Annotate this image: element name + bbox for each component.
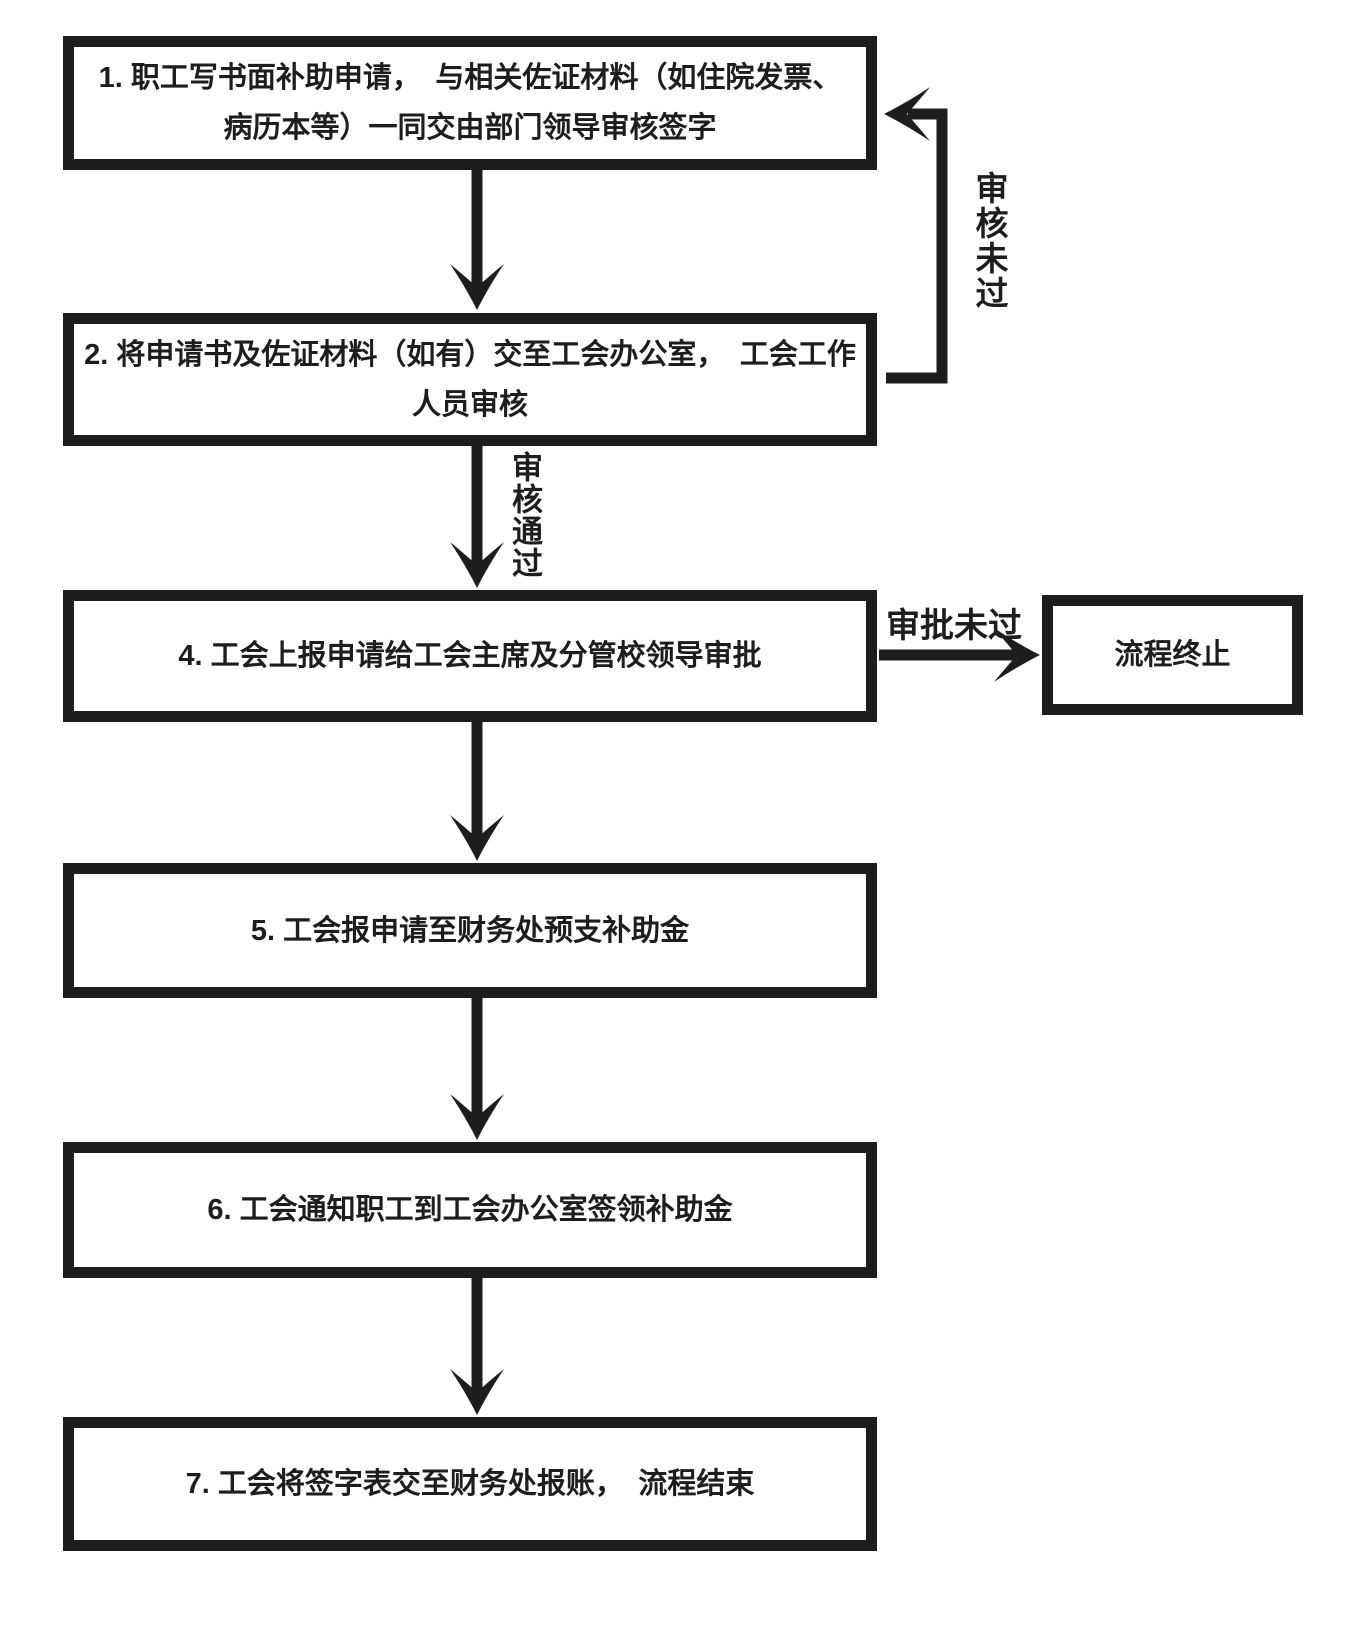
step-7-text: 7. 工会将签字表交至财务处报账， 流程结束 [185, 1468, 755, 1500]
step-2-text-line1: 2. 将申请书及佐证材料（如有）交至工会办公室， 工会工作 [84, 338, 856, 371]
step-6-text: 6. 工会通知职工到工会办公室签领补助金 [207, 1194, 733, 1226]
step-6-box: 6. 工会通知职工到工会办公室签领补助金 [63, 1142, 877, 1278]
terminal-box-text: 流程终止 [1114, 639, 1231, 671]
step-1-box: 1. 职工写书面补助申请， 与相关佐证材料（如住院发票、 病历本等）一同交由部门… [63, 36, 877, 170]
arrow-step1-to-step2 [450, 165, 504, 310]
label-approval-failed: 审批未过 [886, 607, 1022, 645]
arrow-approval-failed [879, 628, 1040, 682]
step-2-box: 2. 将申请书及佐证材料（如有）交至工会办公室， 工会工作 人员审核 [63, 313, 877, 446]
step-4-text: 4. 工会上报申请给工会主席及分管校领导审批 [178, 640, 762, 672]
label-review-passed: 审核通过 [507, 451, 542, 579]
step-5-text: 5. 工会报申请至财务处预支补助金 [250, 914, 690, 947]
arrow-step4-to-step5 [450, 718, 504, 861]
arrow-step5-to-step6 [450, 994, 504, 1140]
arrow-step2-to-step4 [450, 442, 504, 588]
step-1-text-line1: 1. 职工写书面补助申请， 与相关佐证材料（如住院发票、 [98, 62, 842, 94]
step-1-text-line2: 病历本等）一同交由部门领导审核签字 [223, 112, 717, 144]
step-7-box: 7. 工会将签字表交至财务处报账， 流程结束 [63, 1417, 877, 1551]
step-2-text-line2: 人员审核 [411, 388, 528, 421]
arrow-review-failed-loop [884, 87, 948, 384]
label-review-failed: 审核未过 [971, 171, 1008, 311]
terminal-box: 流程终止 [1042, 595, 1303, 715]
arrow-step6-to-step7 [450, 1274, 504, 1415]
step-4-box: 4. 工会上报申请给工会主席及分管校领导审批 [63, 590, 877, 722]
step-5-box: 5. 工会报申请至财务处预支补助金 [63, 863, 877, 998]
